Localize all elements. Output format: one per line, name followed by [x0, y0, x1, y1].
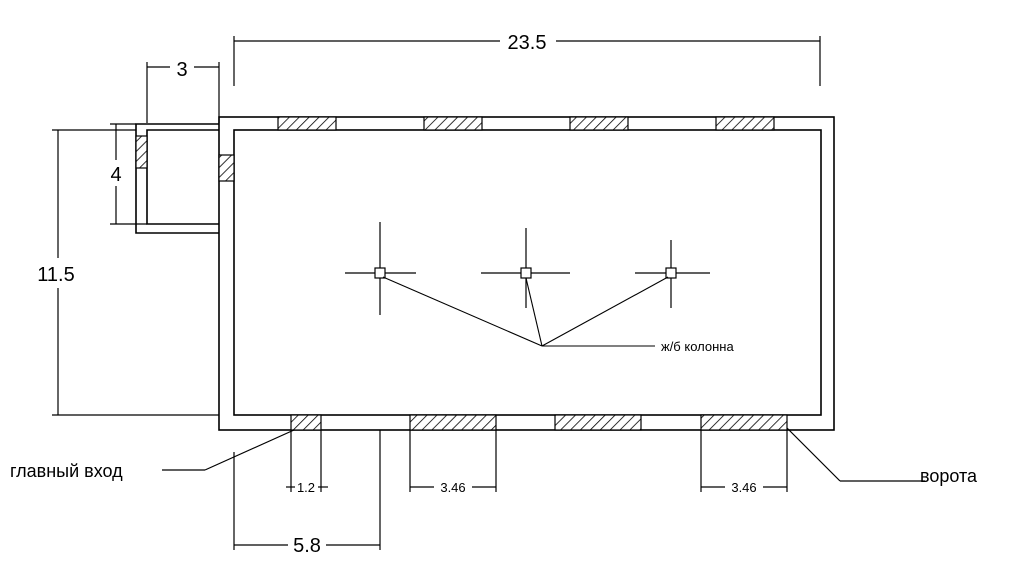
main-entrance-label: главный вход — [10, 461, 123, 481]
dim-overall-depth — [52, 129, 219, 416]
column-1 — [345, 222, 416, 315]
annex-outer-wall — [135, 123, 219, 234]
inner-wall — [233, 129, 822, 416]
dim-window-width-right — [700, 430, 788, 492]
window-annex-right — [218, 154, 235, 182]
dim-entrance-offset-label: 5.8 — [293, 535, 321, 557]
annex-walls — [135, 123, 219, 234]
dim-overall-length-label: 23.5 — [508, 32, 547, 54]
main-entrance-leader — [162, 429, 295, 471]
dim-window-width-left — [409, 430, 497, 492]
columns-label: ж/б колонна — [661, 339, 734, 354]
window-annex-left — [135, 135, 148, 169]
columns-leaders — [382, 276, 669, 347]
outer-wall — [218, 116, 835, 431]
window-top-3 — [569, 116, 629, 131]
gates-leader — [786, 427, 925, 482]
dim-overall-depth-label: 11.5 — [37, 264, 74, 286]
entrance-door — [290, 414, 322, 431]
dim-window-width-left-label: 3.46 — [440, 480, 465, 495]
dim-annex-depth-label: 4 — [110, 164, 121, 186]
window-bottom-1 — [409, 414, 497, 431]
gates-label: ворота — [920, 466, 978, 486]
dim-overall-length — [233, 36, 821, 86]
gate — [700, 414, 788, 431]
main-building-walls — [218, 116, 835, 431]
windows — [135, 116, 788, 431]
dim-door-width — [286, 430, 328, 492]
window-top-1 — [277, 116, 337, 131]
window-top-4 — [715, 116, 775, 131]
column-2 — [481, 228, 570, 308]
annex-inner-wall — [146, 129, 219, 225]
dim-door-width-label: 1.2 — [297, 480, 315, 495]
column-3 — [635, 240, 710, 308]
dim-annex-width — [146, 62, 220, 123]
window-top-2 — [423, 116, 483, 131]
dim-entrance-offset — [233, 430, 381, 550]
columns — [345, 222, 710, 315]
window-bottom-2 — [554, 414, 642, 431]
dim-window-width-right-label: 3.46 — [731, 480, 756, 495]
dim-annex-width-label: 3 — [176, 59, 187, 81]
